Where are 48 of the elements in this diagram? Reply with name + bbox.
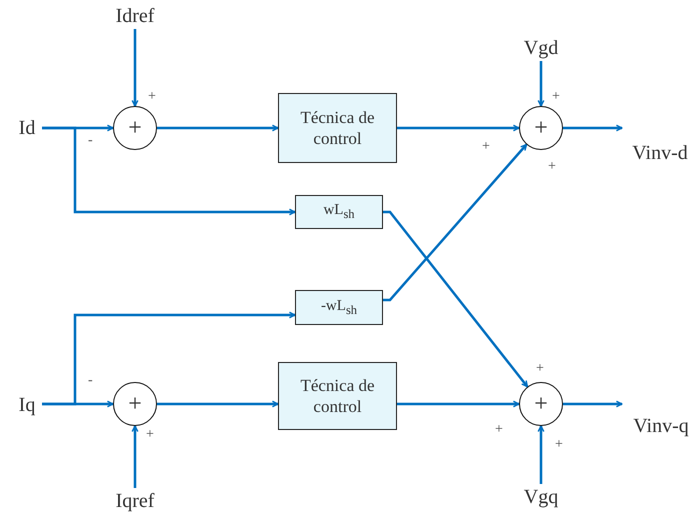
arrow xyxy=(397,400,520,408)
summing-junction xyxy=(519,382,563,426)
arrow xyxy=(42,126,296,216)
summing-junction xyxy=(519,106,563,150)
plus-sign: + xyxy=(534,392,548,416)
signal-label: Vgq xyxy=(524,486,558,508)
arrow xyxy=(538,61,544,107)
sign-label: + xyxy=(146,428,154,442)
summing-junction xyxy=(113,382,157,426)
sign-label: - xyxy=(88,374,93,388)
sign-label: - xyxy=(88,134,93,148)
block-label: Técnica de control xyxy=(299,106,376,150)
process-block xyxy=(295,290,383,325)
signal-label: Vgd xyxy=(524,36,558,60)
signal-label: Vinv-q xyxy=(633,415,689,438)
signal-label: Vinv-d xyxy=(632,142,688,165)
arrow xyxy=(157,400,279,408)
process-block xyxy=(278,362,397,430)
sign-label: + xyxy=(148,90,156,104)
arrow xyxy=(563,400,623,408)
arrow xyxy=(397,124,520,132)
block-label: -wL$_{sh}$ xyxy=(320,296,358,318)
process-block xyxy=(278,93,397,163)
process-block xyxy=(295,195,383,229)
sign-label: + xyxy=(536,362,544,376)
arrow xyxy=(132,29,138,107)
block-label: Técnica de control xyxy=(299,374,376,418)
arrow xyxy=(157,124,279,132)
sign-label: + xyxy=(548,160,556,174)
plus-sign: + xyxy=(128,392,142,416)
sign-label: + xyxy=(552,90,560,104)
plus-sign: + xyxy=(534,116,548,140)
signal-label: Iqref xyxy=(116,490,154,512)
arrow xyxy=(383,210,528,388)
sign-label: + xyxy=(482,140,490,154)
block-label: wL$_{sh}$ xyxy=(323,201,355,223)
arrow xyxy=(538,425,544,484)
sign-label: + xyxy=(495,423,503,437)
summing-junction xyxy=(113,106,157,150)
signal-label: Iq xyxy=(18,394,36,416)
sign-label: + xyxy=(555,438,563,452)
arrow xyxy=(383,144,528,302)
arrow xyxy=(563,124,623,132)
signal-label: Idref xyxy=(116,4,154,28)
signal-label: Id xyxy=(18,116,36,140)
arrow xyxy=(132,425,138,488)
plus-sign: + xyxy=(128,116,142,140)
arrow xyxy=(42,312,296,406)
